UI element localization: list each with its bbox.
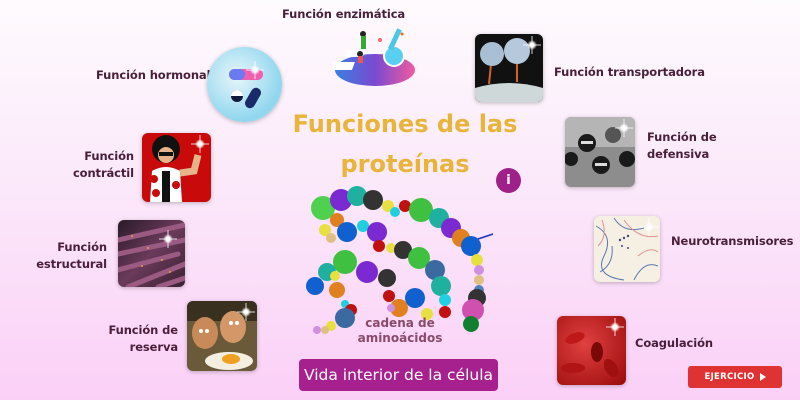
sparkle-decoration [191,135,209,153]
exercise-button-label: EJERCICIO [704,372,755,382]
play-icon [759,373,766,381]
caption-line: aminoácidos [357,331,443,345]
label-funcion-contractil: Función contráctil [60,148,134,182]
label-line: Función de [108,323,178,337]
sparkle-decoration [246,61,264,79]
exercise-button[interactable]: EJERCICIO [688,366,782,388]
info-icon: i [506,173,511,188]
label-line: estructural [36,257,107,271]
sparkle-decoration [606,318,624,336]
eggs-icon [187,301,257,370]
membrane-proteins-icon [475,38,543,102]
tile-funcion-enzimatica[interactable] [332,26,418,88]
label-funcion-estructural: Función estructural [30,239,107,273]
synapse-icon [595,217,659,281]
label-coagulacion: Coagulación [635,336,713,350]
sparkle-decoration [237,303,255,321]
sparkle-decoration [615,119,633,137]
info-button[interactable]: i [496,168,521,193]
label-funcion-defensiva: Función de defensiva [647,129,717,163]
tile-funcion-reserva[interactable] [187,301,257,371]
page-title: Funciones de las proteínas [292,110,518,178]
tile-funcion-defensiva[interactable] [565,117,635,187]
label-funcion-hormonal: Función hormonal [96,68,211,82]
chain-caption: cadena de aminoácidos [345,316,455,346]
vida-interior-celula-button[interactable]: Vida interior de la célula [299,359,498,391]
muscle-man-icon [150,135,202,202]
label-funcion-transportadora: Función transportadora [554,65,705,79]
tile-funcion-estructural[interactable] [118,220,185,287]
lab-illustration-icon [332,28,415,86]
label-neurotransmisores: Neurotransmisores [671,234,794,248]
tile-funcion-contractil[interactable] [142,133,211,202]
label-line: Función [84,149,134,163]
tile-coagulacion[interactable] [557,316,626,385]
sparkle-decoration [523,36,541,54]
label-funcion-reserva: Función de reserva [100,322,178,356]
pills-icon [229,69,263,109]
label-line: Función de [647,130,717,144]
label-line: contráctil [72,166,134,180]
label-line: Función [57,240,107,254]
red-blood-cells-icon [561,332,619,378]
tile-funcion-hormonal[interactable] [207,47,282,122]
label-line: defensiva [647,147,710,161]
tile-funcion-transportadora[interactable] [475,34,543,102]
label-line: reserva [129,340,178,354]
amino-acid-chain-image [306,186,494,334]
label-funcion-enzimatica: Función enzimática [282,7,406,21]
sparkle-decoration [159,230,177,248]
caption-line: cadena de [365,316,435,330]
tile-neurotransmisores[interactable] [594,216,660,282]
sparkle-decoration [640,218,658,236]
